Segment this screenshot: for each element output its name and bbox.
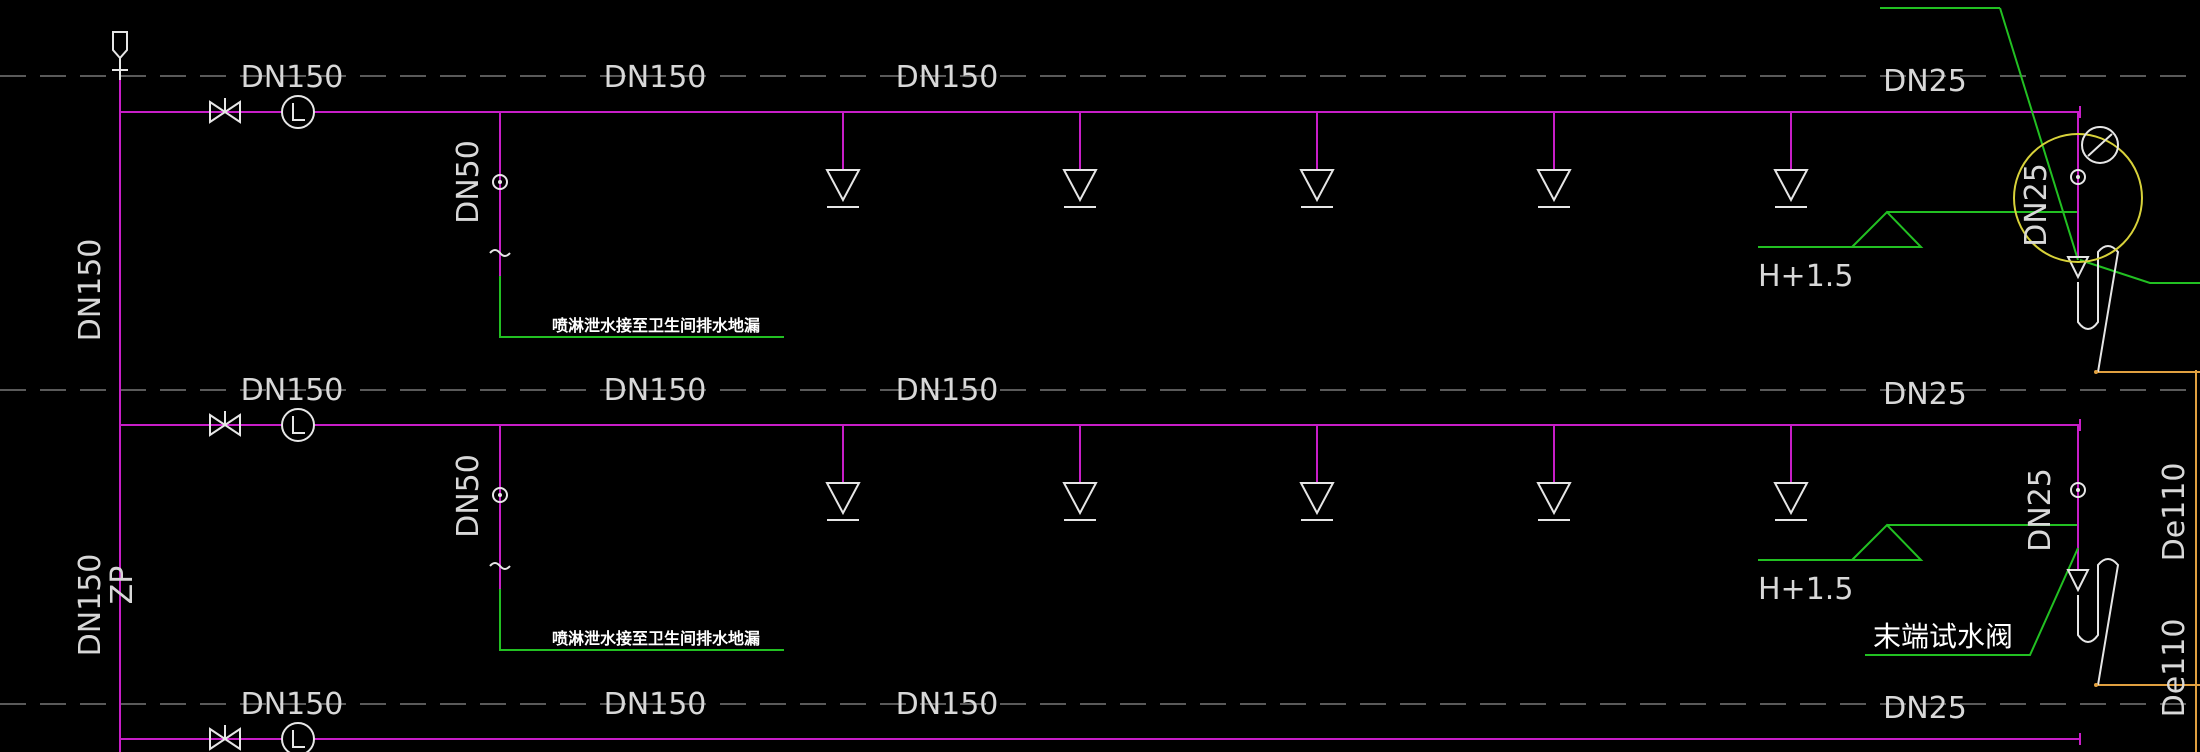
- top-leader-diag: [1999, 7, 2079, 261]
- row1-gauge-icon: [492, 174, 508, 190]
- row1-sprinkler-icon-5: [1773, 169, 1809, 203]
- row2-trap-icon: [2077, 558, 2120, 686]
- pressure-gauge-needle: [2087, 133, 2113, 157]
- row2-end-label: DN25: [2023, 468, 2058, 552]
- row1-valve-icon: [209, 100, 241, 124]
- row1-end-label: DN25: [2019, 163, 2054, 247]
- row1-riser-label: DN50: [451, 140, 486, 224]
- row1-drain-note: 喷淋泄水接至卫生间排水地漏: [552, 316, 760, 335]
- row2-gauge-icon: [492, 487, 508, 503]
- row2-gauge-dot: [498, 493, 502, 497]
- row2-drain-note: 喷淋泄水接至卫生间排水地漏: [552, 629, 760, 648]
- air-vent-icon: [112, 31, 128, 60]
- pipe-network: [119, 7, 2200, 752]
- de110-upper-label: De110: [2157, 463, 2192, 562]
- row3-main-label-4: DN25: [1883, 691, 1967, 726]
- row1-main-label-4: DN25: [1883, 64, 1967, 99]
- row2-valve-icon: [209, 413, 241, 437]
- row2-height-label: H+1.5: [1758, 572, 1853, 607]
- grid-dashed-lines: [0, 75, 2200, 705]
- row2-end-nozzle-icon: [2066, 569, 2090, 593]
- row1-trap-icon: [2077, 245, 2120, 373]
- row2-sprinkler-icon-3: [1299, 482, 1335, 516]
- row2-sprinkler-icon-4: [1536, 482, 1572, 516]
- de110-lower-label: De110: [2157, 619, 2192, 718]
- row3-main-label-2: DN150: [604, 687, 707, 722]
- row2-end-gauge-dot: [2076, 488, 2080, 492]
- row1-main-label-1: DN150: [241, 60, 344, 95]
- row1-elevation-icon: [1849, 210, 1924, 248]
- row2-main-label-3: DN150: [896, 373, 999, 408]
- row2-sprinkler-icon-5: [1773, 482, 1809, 516]
- vertical-label-lower: DN150: [73, 554, 108, 657]
- row2-end-gauge-icon: [2070, 482, 2086, 498]
- row2-drain-node: [2094, 683, 2098, 687]
- row3-main-label-1: DN150: [241, 687, 344, 722]
- right-leader: [2079, 259, 2200, 284]
- row3-flow-switch-icon: [281, 722, 315, 752]
- row2-main-label-4: DN25: [1883, 377, 1967, 412]
- row1-flow-switch-letter: [292, 103, 305, 121]
- test-valve-label: 末端试水阀: [1873, 620, 2013, 653]
- row2-sprinkler-icon-2: [1062, 482, 1098, 516]
- row1-end-gauge-icon: [2070, 169, 2086, 185]
- row2-main-label-2: DN150: [604, 373, 707, 408]
- row1-sprinkler-icon-2: [1062, 169, 1098, 203]
- row2-flow-switch-icon: [281, 408, 315, 442]
- row1-sprinkler-icon-1: [825, 169, 861, 203]
- row1-end-nozzle-icon: [2066, 256, 2090, 280]
- row1-flow-switch-icon: [281, 95, 315, 129]
- row1-drain-node: [2094, 370, 2098, 374]
- row1-end-gauge-dot: [2076, 175, 2080, 179]
- row1-height-label: H+1.5: [1758, 259, 1853, 294]
- row1-main-label-3: DN150: [896, 60, 999, 95]
- highlight-circle: [2013, 133, 2143, 263]
- row1-gauge-dot: [498, 180, 502, 184]
- vertical-label-zp: ZP: [105, 566, 140, 605]
- row1-sprinkler-icon-3: [1299, 169, 1335, 203]
- row3-main-label-3: DN150: [896, 687, 999, 722]
- row2-riser-label: DN50: [451, 454, 486, 538]
- row2-main-label-1: DN150: [241, 373, 344, 408]
- row1-sprinkler-icon-4: [1536, 169, 1572, 203]
- row2-elevation-icon: [1849, 523, 1924, 561]
- pressure-gauge-icon: [2081, 126, 2119, 164]
- row1-main-label-2: DN150: [604, 60, 707, 95]
- test-valve-leader: [1865, 547, 2079, 656]
- row3-valve-icon: [209, 727, 241, 751]
- row2-sprinkler-icon-1: [825, 482, 861, 516]
- row2-flow-switch-letter: [292, 416, 305, 434]
- row3-flow-switch-letter: [292, 730, 305, 748]
- row1-flex-icon: [489, 249, 511, 257]
- vertical-label-upper: DN150: [73, 239, 108, 342]
- pipe-symbols: [112, 31, 2143, 752]
- row2-flex-icon: [489, 562, 511, 570]
